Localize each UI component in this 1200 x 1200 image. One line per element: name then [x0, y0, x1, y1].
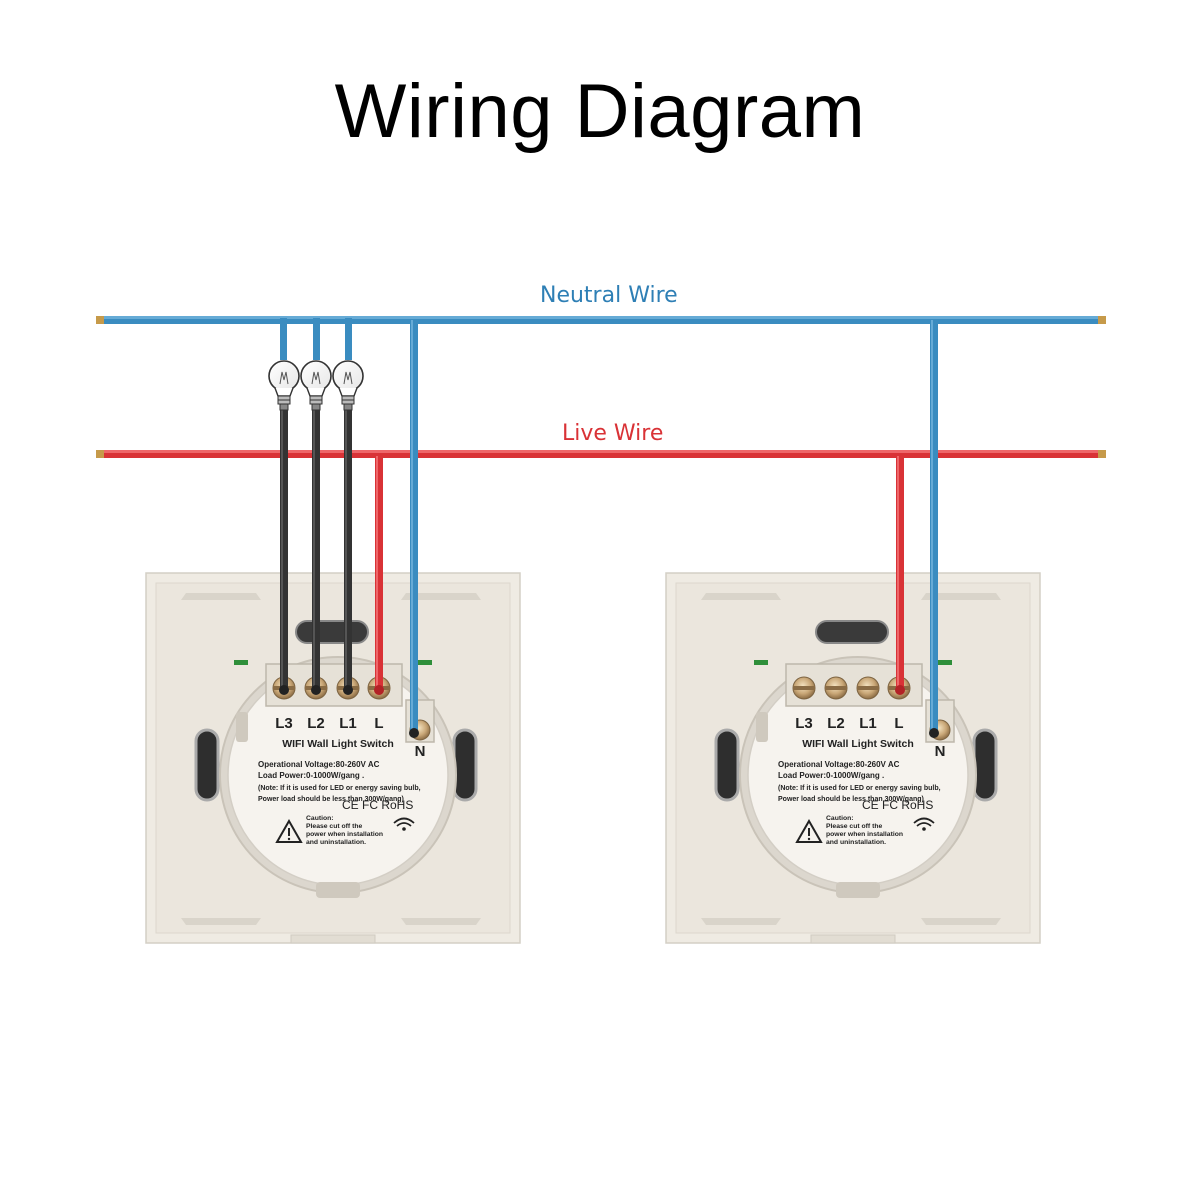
terminal-wire-ends: [279, 685, 939, 738]
switch-name: WIFI Wall Light Switch: [802, 738, 914, 750]
caution-line: Please cut off the: [826, 823, 882, 830]
live-drop-right: [896, 456, 904, 690]
terminal-label-n: N: [415, 743, 426, 760]
screw-slot: [793, 686, 815, 690]
spec-voltage: Operational Voltage:80-260V AC: [258, 760, 380, 769]
warning-icon: [795, 818, 823, 843]
note-line: (Note: If it is used for LED or energy s…: [778, 785, 941, 792]
note-line: Power load should be less than 300W/gang…: [778, 796, 924, 803]
caution-line: and uninstallation.: [306, 839, 366, 846]
wifi-icon: [913, 817, 935, 831]
caution-title: Caution:: [826, 815, 854, 822]
screw-slot: [857, 686, 879, 690]
warning-icon: [275, 818, 303, 843]
terminal-label-l: L: [374, 715, 383, 732]
plate-clip: [401, 593, 481, 600]
switch-panel-right: L3 L2 L1 L N WIFI Wall Light SwitchOperationa…: [665, 572, 1041, 944]
certification-marks: CE FC RoHS: [342, 798, 413, 812]
caution-title: Caution:: [306, 815, 334, 822]
spec-load: Load Power:0-1000W/gang .: [258, 771, 364, 780]
bulb-icon: [332, 360, 364, 411]
neutral-drop-left: [410, 320, 418, 733]
switch-panel-left: L3 L2 L1 L N WIFI Wall Light SwitchOperationa…: [145, 572, 521, 944]
plate-clip: [181, 918, 261, 925]
plate-clip: [701, 593, 781, 600]
plate-bottom-tab: [810, 934, 896, 944]
mounting-slot: [295, 620, 369, 644]
plate-clip: [181, 593, 261, 600]
certification-marks: CE FC RoHS: [862, 798, 933, 812]
warning-icon-dot: [807, 837, 811, 841]
spec-voltage: Operational Voltage:80-260V AC: [778, 760, 900, 769]
caution-line: power when installation: [826, 831, 903, 838]
caution-line: and uninstallation.: [826, 839, 886, 846]
warning-icon-mark: [288, 828, 290, 836]
live-wire-label: Live Wire: [562, 421, 664, 446]
module-notch: [756, 712, 768, 742]
neutral-wire-label: Neutral Wire: [540, 283, 678, 308]
indicator-mark: [234, 660, 248, 665]
live-wire: [96, 450, 1106, 458]
terminal-label-l3: L3: [275, 715, 293, 732]
module-notch: [836, 882, 880, 898]
live-drop-left: [375, 456, 383, 690]
plate-clip: [921, 593, 1001, 600]
terminal-label-l2: L2: [827, 715, 845, 732]
load-wires: [280, 410, 352, 690]
indicator-mark: [418, 660, 432, 665]
terminal-label-l3: L3: [795, 715, 813, 732]
side-slot-left: [714, 728, 740, 802]
terminal-label-l: L: [894, 715, 903, 732]
plate-clip: [921, 918, 1001, 925]
caution-line: Please cut off the: [306, 823, 362, 830]
caution-line: power when installation: [306, 831, 383, 838]
terminal-label-l1: L1: [339, 715, 357, 732]
terminal-label-n: N: [935, 743, 946, 760]
indicator-mark: [754, 660, 768, 665]
side-slot-right: [452, 728, 478, 802]
plate-clip: [401, 918, 481, 925]
neutral-wire: [96, 316, 1106, 324]
terminal-label-l1: L1: [859, 715, 877, 732]
side-slot-left: [194, 728, 220, 802]
bulb-icon: [268, 360, 300, 411]
module-notch: [236, 712, 248, 742]
spec-load: Load Power:0-1000W/gang .: [778, 771, 884, 780]
mounting-slot: [815, 620, 889, 644]
page-title: Wiring Diagram: [334, 69, 866, 154]
switch-name: WIFI Wall Light Switch: [282, 738, 394, 750]
side-slot-right: [972, 728, 998, 802]
note-line: (Note: If it is used for LED or energy s…: [258, 785, 421, 792]
indicator-mark: [938, 660, 952, 665]
neutral-drop-right: [930, 320, 938, 733]
warning-icon-dot: [287, 837, 291, 841]
terminal-label-l2: L2: [307, 715, 325, 732]
bulb-feed-wires: [280, 318, 352, 360]
wifi-icon: [393, 817, 415, 831]
screw-slot: [825, 686, 847, 690]
bulb-icon: [300, 360, 332, 411]
plate-bottom-tab: [290, 934, 376, 944]
light-bulbs: [268, 360, 364, 411]
module-notch: [316, 882, 360, 898]
plate-clip: [701, 918, 781, 925]
warning-icon-mark: [808, 828, 810, 836]
note-line: Power load should be less than 300W/gang…: [258, 796, 404, 803]
